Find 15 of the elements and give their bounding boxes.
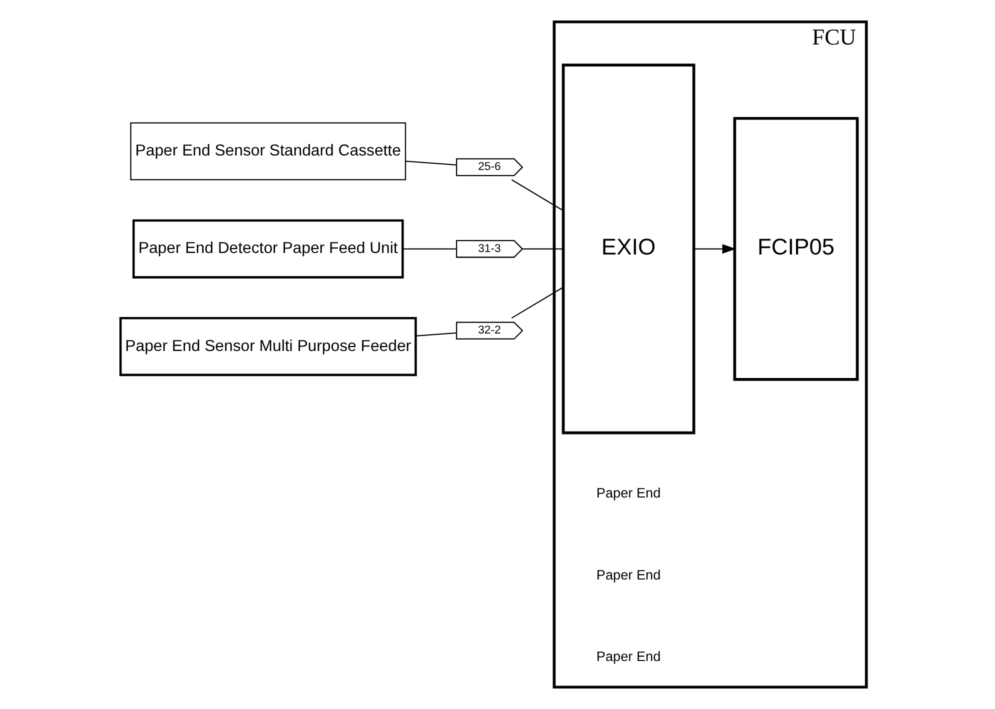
label: Paper End (596, 649, 660, 664)
node-box: Paper End Sensor Multi Purpose Feeder (118, 317, 416, 376)
connector (415, 332, 456, 336)
connector (510, 286, 563, 319)
label: Paper End (596, 486, 660, 501)
connector (404, 160, 456, 166)
node-box: Paper End Sensor Standard Cassette (130, 122, 406, 180)
node-box: Paper End Detector Paper Feed Unit (132, 219, 404, 278)
arrow (694, 244, 736, 254)
node-box: FCIP05 (732, 116, 858, 381)
connector (510, 179, 563, 211)
connector (522, 248, 563, 250)
connector (402, 248, 456, 250)
node-box: EXIO (561, 64, 695, 434)
label: Paper End (596, 567, 660, 582)
